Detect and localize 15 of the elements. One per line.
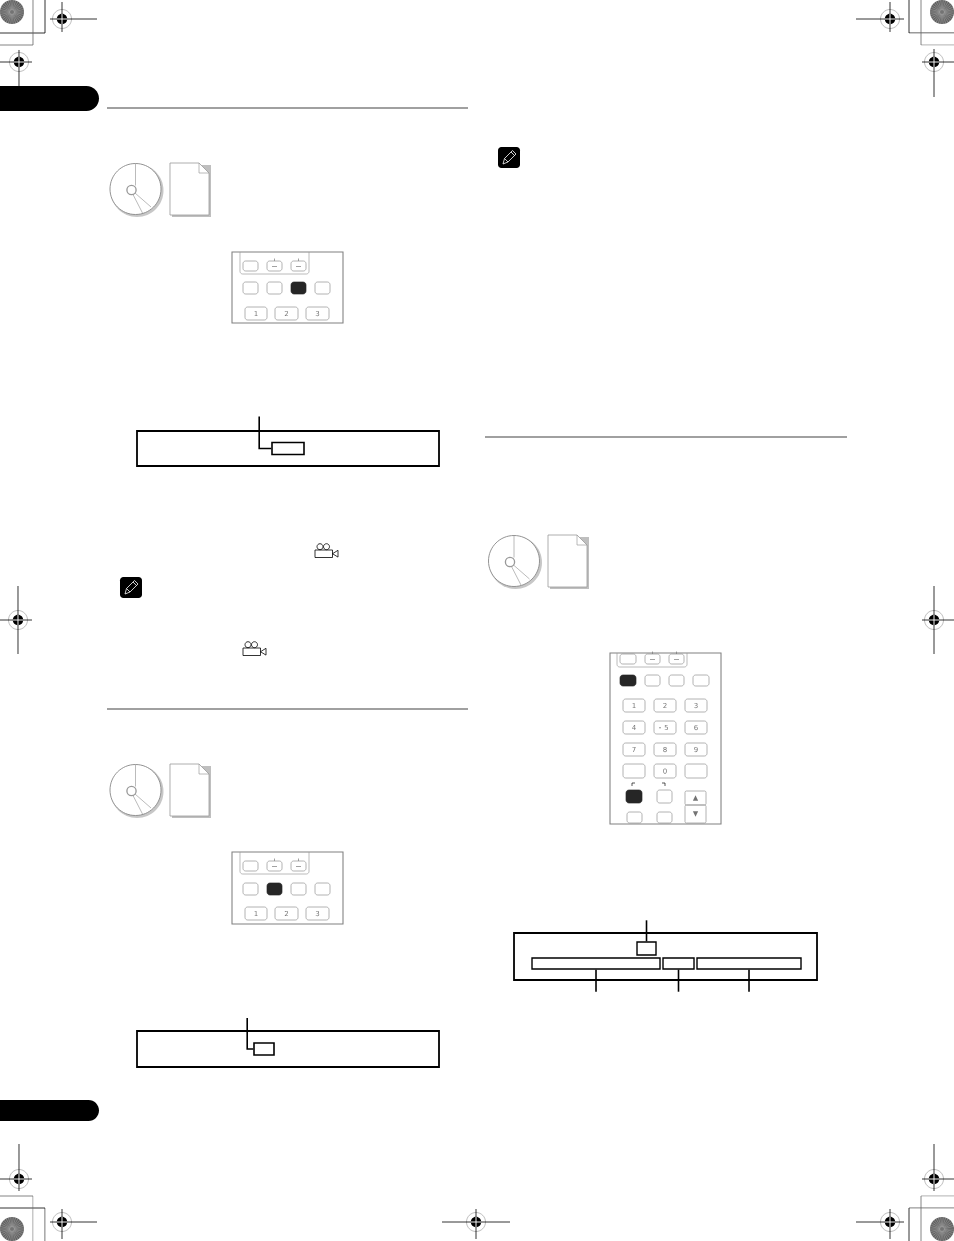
leader-line: [645, 919, 648, 943]
indicator-box: [253, 1042, 275, 1056]
display-panel: [513, 932, 818, 981]
indicator-box: [271, 441, 305, 456]
indicator-box: [636, 941, 657, 956]
leader-line: [258, 415, 272, 450]
display-panel: [136, 1030, 440, 1068]
display-bar: [696, 957, 802, 970]
leader-line: [246, 1017, 254, 1050]
leader-line: [748, 968, 750, 993]
display-bar: [531, 957, 661, 970]
leader-line: [677, 968, 680, 993]
display-bar: [662, 957, 695, 970]
leader-line: [595, 968, 597, 993]
display-panel: [136, 430, 440, 467]
